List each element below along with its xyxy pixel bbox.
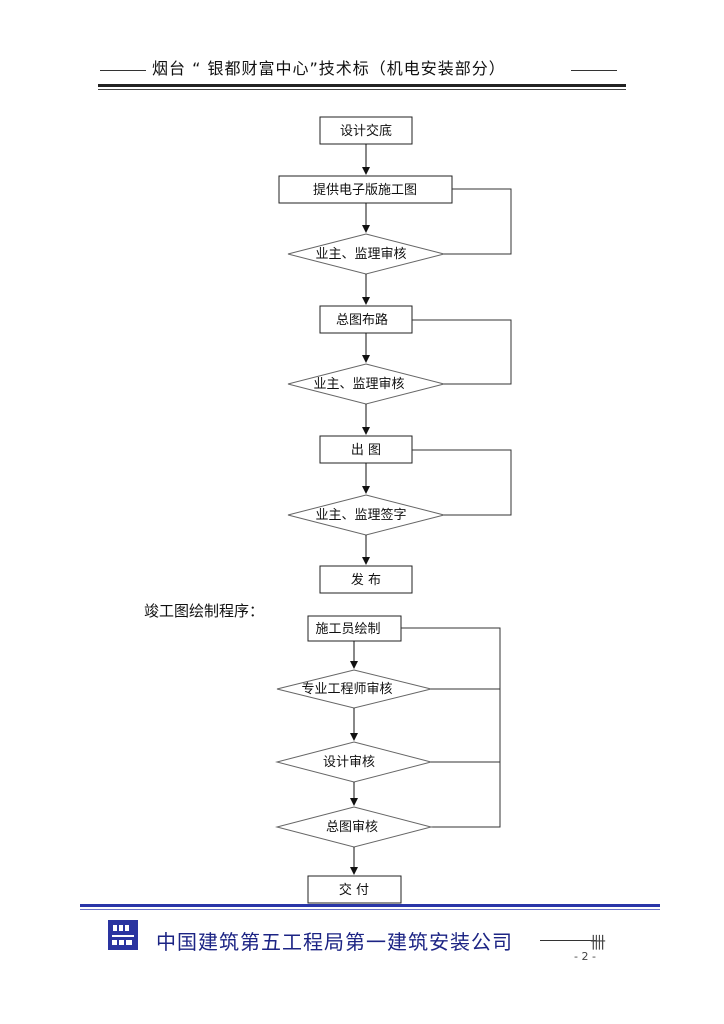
flow1-review1-label: 业主、监理审核 [315,247,406,262]
header-right-rule [571,70,617,71]
document-header-title: 烟台 “ 银都财富中心”技术标（机电安装部分） [152,59,506,78]
flow1-loop-2 [412,319,512,385]
flow1-step5-label: 发 布 [351,572,381,588]
flow1-review2-label: 业主、监理审核 [313,377,404,392]
flow2-review1-label: 专业工程师审核 [301,682,392,697]
flow2-step1-label: 施工员绘制 [315,622,380,637]
company-logo [108,920,138,950]
flow1-step2-label: 提供电子版施工图 [313,182,417,198]
flow1-loop-3 [412,449,512,516]
flow2-review2-label: 设计审核 [323,755,375,770]
footer-thin-rule [80,909,660,910]
flow1-box-publish [319,565,413,594]
flow2-step2-label: 交 付 [339,882,369,898]
flow1-loop-1 [444,188,512,255]
flow2-box-constructor-draws [307,615,402,642]
flow2-feedback-line [401,627,501,828]
flow1-step1-label: 设计交底 [340,123,392,139]
footer-blue-rule [80,904,660,907]
footer-mark: 卌 [590,933,607,952]
flow1-box-design-briefing [319,116,413,145]
header-thick-rule [98,84,626,87]
company-name: 中国建筑第五工程局第一建筑安装公司 [156,930,513,954]
flow1-review3-label: 业主、监理签字 [315,507,406,523]
flow1-step3-label: 总图布路 [336,312,388,328]
flow1-step4-label: 出 图 [351,443,381,458]
cscec-logo-icon [108,920,138,950]
header-thin-rule [98,89,626,90]
footer-right-rule [540,940,596,941]
as-built-section-label: 竣工图绘制程序： [144,602,265,620]
header-left-rule [100,70,146,71]
page-number: - 2 - [574,950,596,963]
flow2-review3-label: 总图审核 [326,820,378,835]
flow2-box-handover [307,875,402,904]
